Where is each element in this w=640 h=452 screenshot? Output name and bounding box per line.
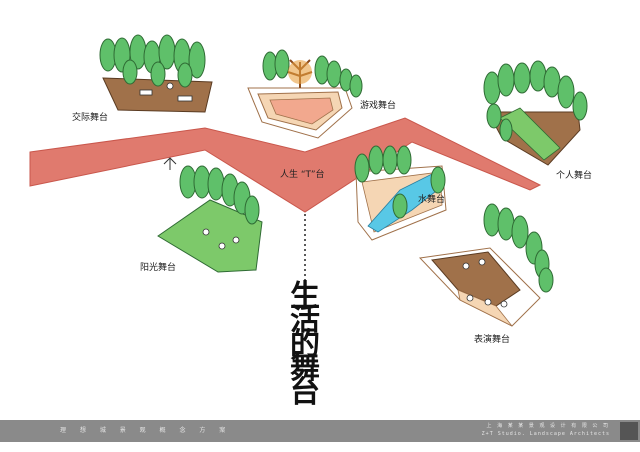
t-stage-ribbon xyxy=(29,117,542,213)
label-water: 水舞台 xyxy=(418,193,445,205)
footer-project-title: 理 想 城 景 观 概 念 方 案 xyxy=(60,427,232,434)
game-stage xyxy=(247,49,363,139)
title-char: 活 xyxy=(290,303,320,338)
title-char: 生 xyxy=(290,279,320,314)
page-marker xyxy=(620,422,638,440)
vertical-title: 生 活 的 舞 台 xyxy=(290,279,320,410)
label-game: 游戏舞台 xyxy=(360,99,396,111)
label-personal: 个人舞台 xyxy=(556,169,592,181)
social-stage xyxy=(99,34,213,113)
show-stage xyxy=(418,203,554,327)
footer-studio: Z+T Studio. Landscape Architects xyxy=(481,431,610,437)
personal-stage xyxy=(483,60,588,166)
label-social: 交际舞台 xyxy=(72,111,108,123)
footer-company: 上 海 某 某 景 观 设 计 有 限 公 司 xyxy=(486,423,610,429)
title-char: 台 xyxy=(290,375,320,410)
label-sun: 阳光舞台 xyxy=(140,261,176,273)
label-life-t: 人生 “T”台 xyxy=(280,168,325,180)
label-show: 表演舞台 xyxy=(474,333,510,345)
sun-stage xyxy=(157,157,263,273)
water-stage xyxy=(354,145,447,241)
title-char: 舞 xyxy=(290,351,320,386)
footer-bar: 理 想 城 景 观 概 念 方 案 上 海 某 某 景 观 设 计 有 限 公 … xyxy=(0,420,640,442)
title-char: 的 xyxy=(290,327,320,362)
